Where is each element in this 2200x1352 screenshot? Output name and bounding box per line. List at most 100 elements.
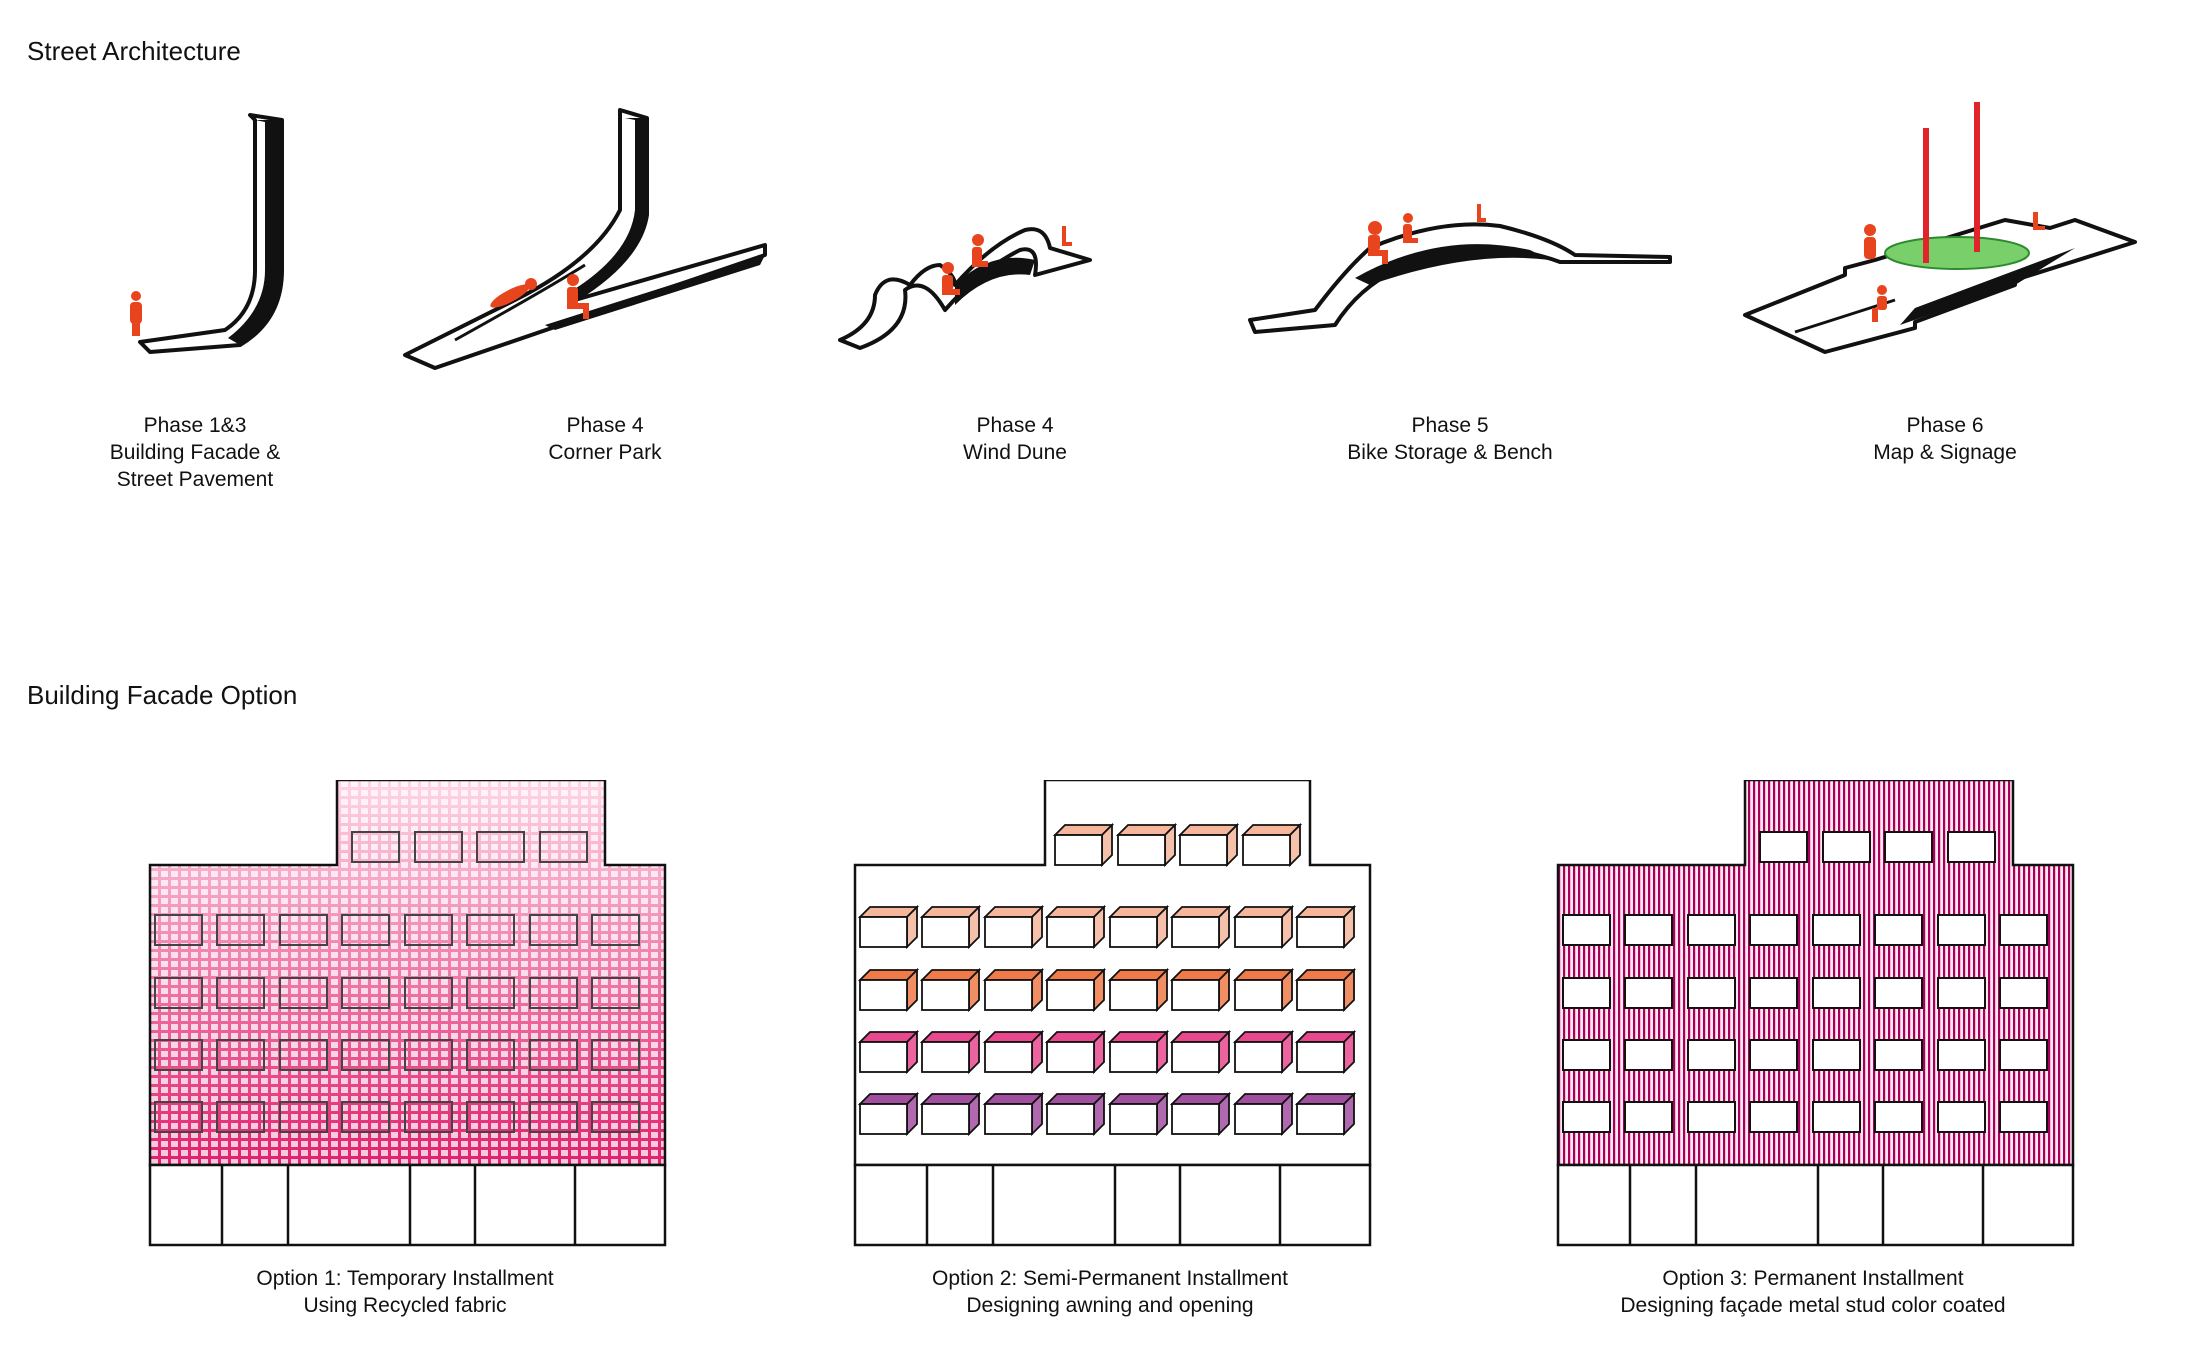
window: [216, 1101, 265, 1133]
awning-box: [1044, 1091, 1107, 1137]
facade-option-3-caption: Option 3: Permanent Installment Designin…: [1548, 1265, 2078, 1319]
awning-box: [919, 904, 982, 950]
awning-box: [857, 1029, 920, 1075]
building-facade-option-title: Building Facade Option: [27, 680, 298, 710]
awning-box: [982, 1091, 1045, 1137]
phase-5-line-2: Bike Storage & Bench: [1347, 441, 1553, 464]
facade-option-1-caption: Option 1: Temporary Installment Using Re…: [140, 1265, 670, 1319]
window: [279, 1101, 328, 1133]
corner-park-drawing: [403, 108, 767, 370]
awning-box: [1177, 822, 1240, 868]
window: [1759, 831, 1808, 863]
awning-box: [1052, 822, 1115, 868]
awning-box: [1107, 1091, 1170, 1137]
person-sitting-icon: [1477, 204, 1486, 222]
window: [1562, 977, 1611, 1009]
awning-box: [1232, 1091, 1295, 1137]
window: [529, 977, 578, 1009]
wind-dune-drawing: [838, 226, 1092, 350]
awning-box: [1240, 822, 1303, 868]
window: [341, 914, 390, 946]
awning-box: [919, 1029, 982, 1075]
window: [351, 831, 400, 863]
awning-box: [857, 967, 920, 1013]
window: [279, 1039, 328, 1071]
person-standing-icon: [130, 291, 142, 336]
phase-4-corner-park-diagram: Phase 4 Corner Park: [395, 100, 815, 500]
window: [154, 1101, 203, 1133]
phase-1-3-line-3: Street Pavement: [116, 468, 274, 491]
awning-box: [919, 1091, 982, 1137]
phase-6-line-2: Map & Signage: [1873, 441, 2017, 464]
window: [591, 1039, 640, 1071]
awning-box: [857, 904, 920, 950]
window: [591, 1101, 640, 1133]
storefront-base: [148, 1163, 667, 1247]
window: [1624, 977, 1673, 1009]
phase-1-3-line-2: Building Facade &: [109, 441, 281, 464]
person-sitting-icon: [1368, 221, 1388, 264]
window: [466, 977, 515, 1009]
phase-1-3-caption: Phase 1&3 Building Facade & Street Pavem…: [60, 412, 330, 493]
facade-pavement-drawing: [130, 113, 284, 354]
window: [279, 914, 328, 946]
phase-5-caption: Phase 5 Bike Storage & Bench: [1240, 412, 1660, 466]
window: [216, 1039, 265, 1071]
person-sitting-icon: [942, 262, 960, 295]
fabric-facade-drawing: [148, 780, 667, 1247]
window: [1999, 977, 2048, 1009]
storefront-base: [1556, 1163, 2075, 1247]
option-3-title: Option 3: Permanent Installment: [1662, 1267, 1964, 1290]
window: [404, 914, 453, 946]
option-1-subtitle: Using Recycled fabric: [303, 1294, 507, 1317]
window: [1999, 914, 2048, 946]
window: [1562, 914, 1611, 946]
awning-box: [857, 1091, 920, 1137]
window: [1624, 1101, 1673, 1133]
person-sitting-icon: [567, 274, 589, 319]
window: [1812, 977, 1861, 1009]
map-board-icon: [1884, 236, 2030, 270]
window: [414, 831, 463, 863]
awning-box: [1044, 967, 1107, 1013]
window: [1812, 1039, 1861, 1071]
window: [1687, 914, 1736, 946]
window: [1874, 1039, 1923, 1071]
window: [1947, 831, 1996, 863]
window: [279, 977, 328, 1009]
awning-box: [1232, 904, 1295, 950]
window: [476, 831, 525, 863]
phase-4b-line-2: Wind Dune: [963, 441, 1067, 464]
window: [529, 1101, 578, 1133]
phase-4-corner-park-caption: Phase 4 Corner Park: [395, 412, 815, 466]
window: [1999, 1039, 2048, 1071]
window: [1937, 914, 1986, 946]
awning-box: [982, 967, 1045, 1013]
signage-pole-icon: [1974, 102, 1980, 252]
person-sitting-icon: [1403, 213, 1418, 243]
storefront-base: [853, 1163, 1372, 1247]
window: [1562, 1039, 1611, 1071]
phase-1-3-diagram: Phase 1&3 Building Facade & Street Pavem…: [60, 100, 330, 500]
awning-box: [1044, 904, 1107, 950]
map-signage-drawing: [1743, 102, 2137, 354]
option-3-subtitle: Designing façade metal stud color coated: [1620, 1294, 2006, 1317]
window: [1687, 1101, 1736, 1133]
awning-box: [1294, 967, 1357, 1013]
window: [404, 977, 453, 1009]
phase-6-line-1: Phase 6: [1906, 414, 1984, 437]
window: [1874, 1101, 1923, 1133]
awning-box: [1044, 1029, 1107, 1075]
window: [154, 977, 203, 1009]
option-2-title: Option 2: Semi-Permanent Installment: [932, 1267, 1288, 1290]
awning-box: [1294, 1091, 1357, 1137]
window: [1999, 1101, 2048, 1133]
window: [591, 977, 640, 1009]
window: [154, 914, 203, 946]
awning-box: [1115, 822, 1178, 868]
window: [216, 914, 265, 946]
awning-box: [982, 904, 1045, 950]
awning-box: [1107, 904, 1170, 950]
phase-5-diagram: Phase 5 Bike Storage & Bench: [1240, 100, 1672, 500]
window: [529, 914, 578, 946]
